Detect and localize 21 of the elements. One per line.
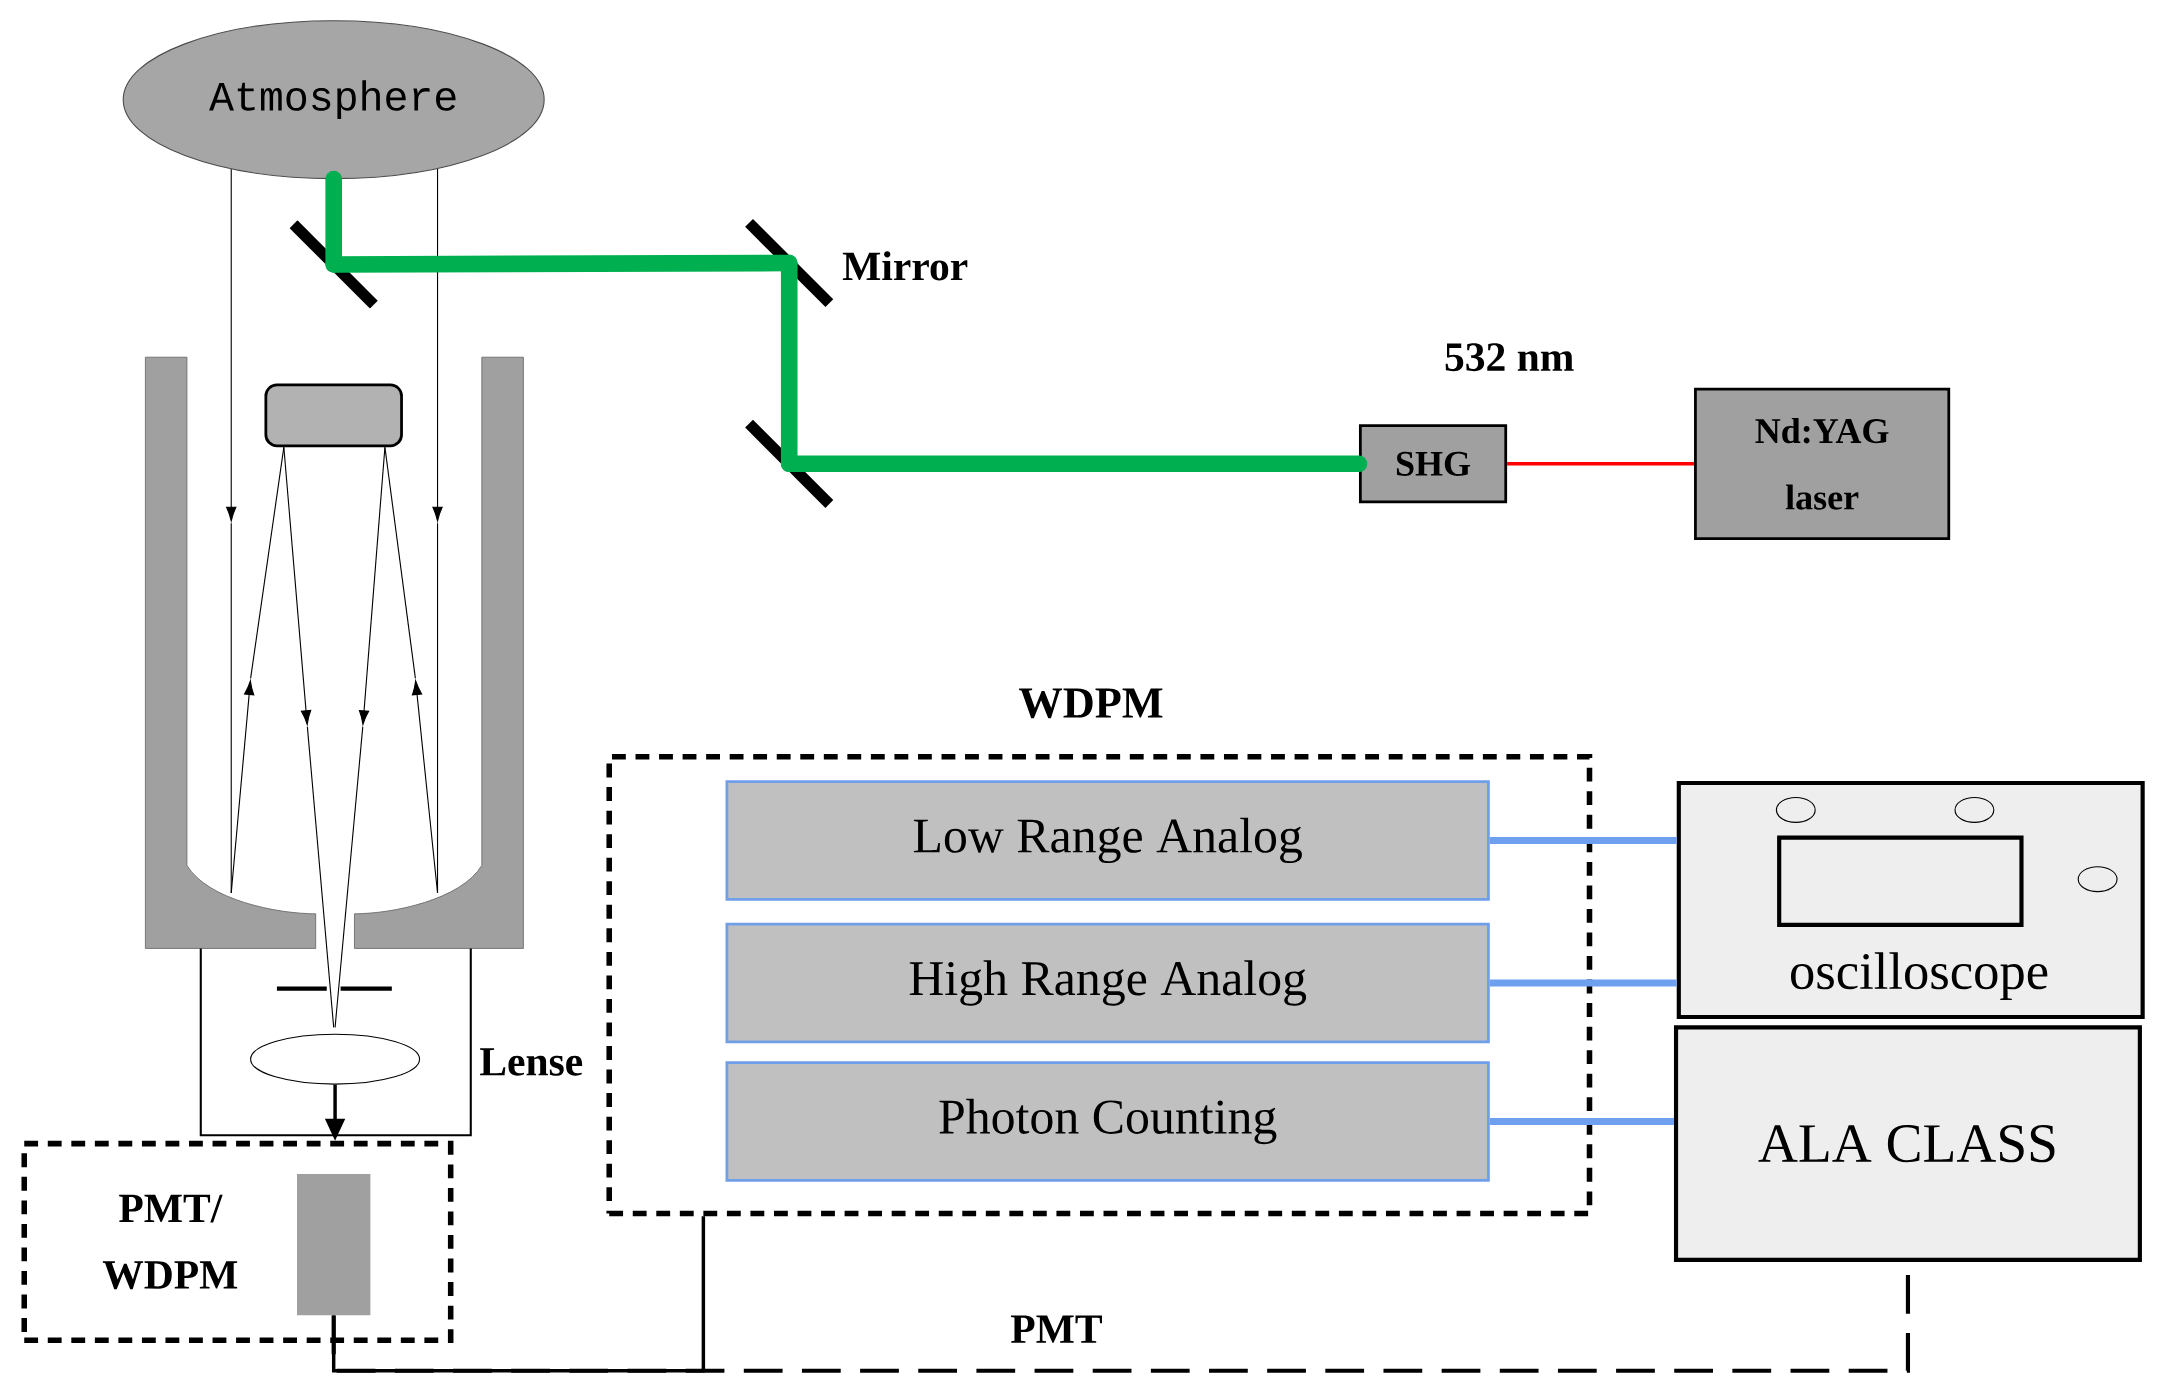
mirror	[745, 218, 834, 308]
edge-label: PMT	[1007, 1312, 1106, 1346]
detector-label: PMT/ WDPM	[102, 1194, 238, 1290]
connector-line	[331, 1216, 706, 1373]
mirror	[289, 220, 378, 309]
device-label: oscilloscope	[1791, 952, 2048, 1000]
wavelength-label: 532 nm	[1445, 343, 1574, 372]
module-box: Photon Counting	[725, 1061, 1490, 1182]
group-heading: WDPM	[1019, 688, 1163, 719]
shg-box: SHG	[1358, 424, 1508, 504]
module-box: High Range Analog	[725, 922, 1490, 1044]
lens-label: Lense	[480, 1048, 583, 1076]
lens	[250, 1033, 421, 1085]
connector-line	[780, 455, 1368, 473]
detector-block	[297, 1174, 371, 1316]
mirror-label: Mirror	[842, 251, 968, 281]
laser-box: Nd:YAG laser	[1694, 387, 1951, 540]
mirror	[745, 419, 834, 508]
instrument-box: ALA CLASS	[1673, 1025, 2142, 1262]
module-box: Low Range Analog	[725, 780, 1490, 901]
connector-line	[1507, 462, 1695, 466]
